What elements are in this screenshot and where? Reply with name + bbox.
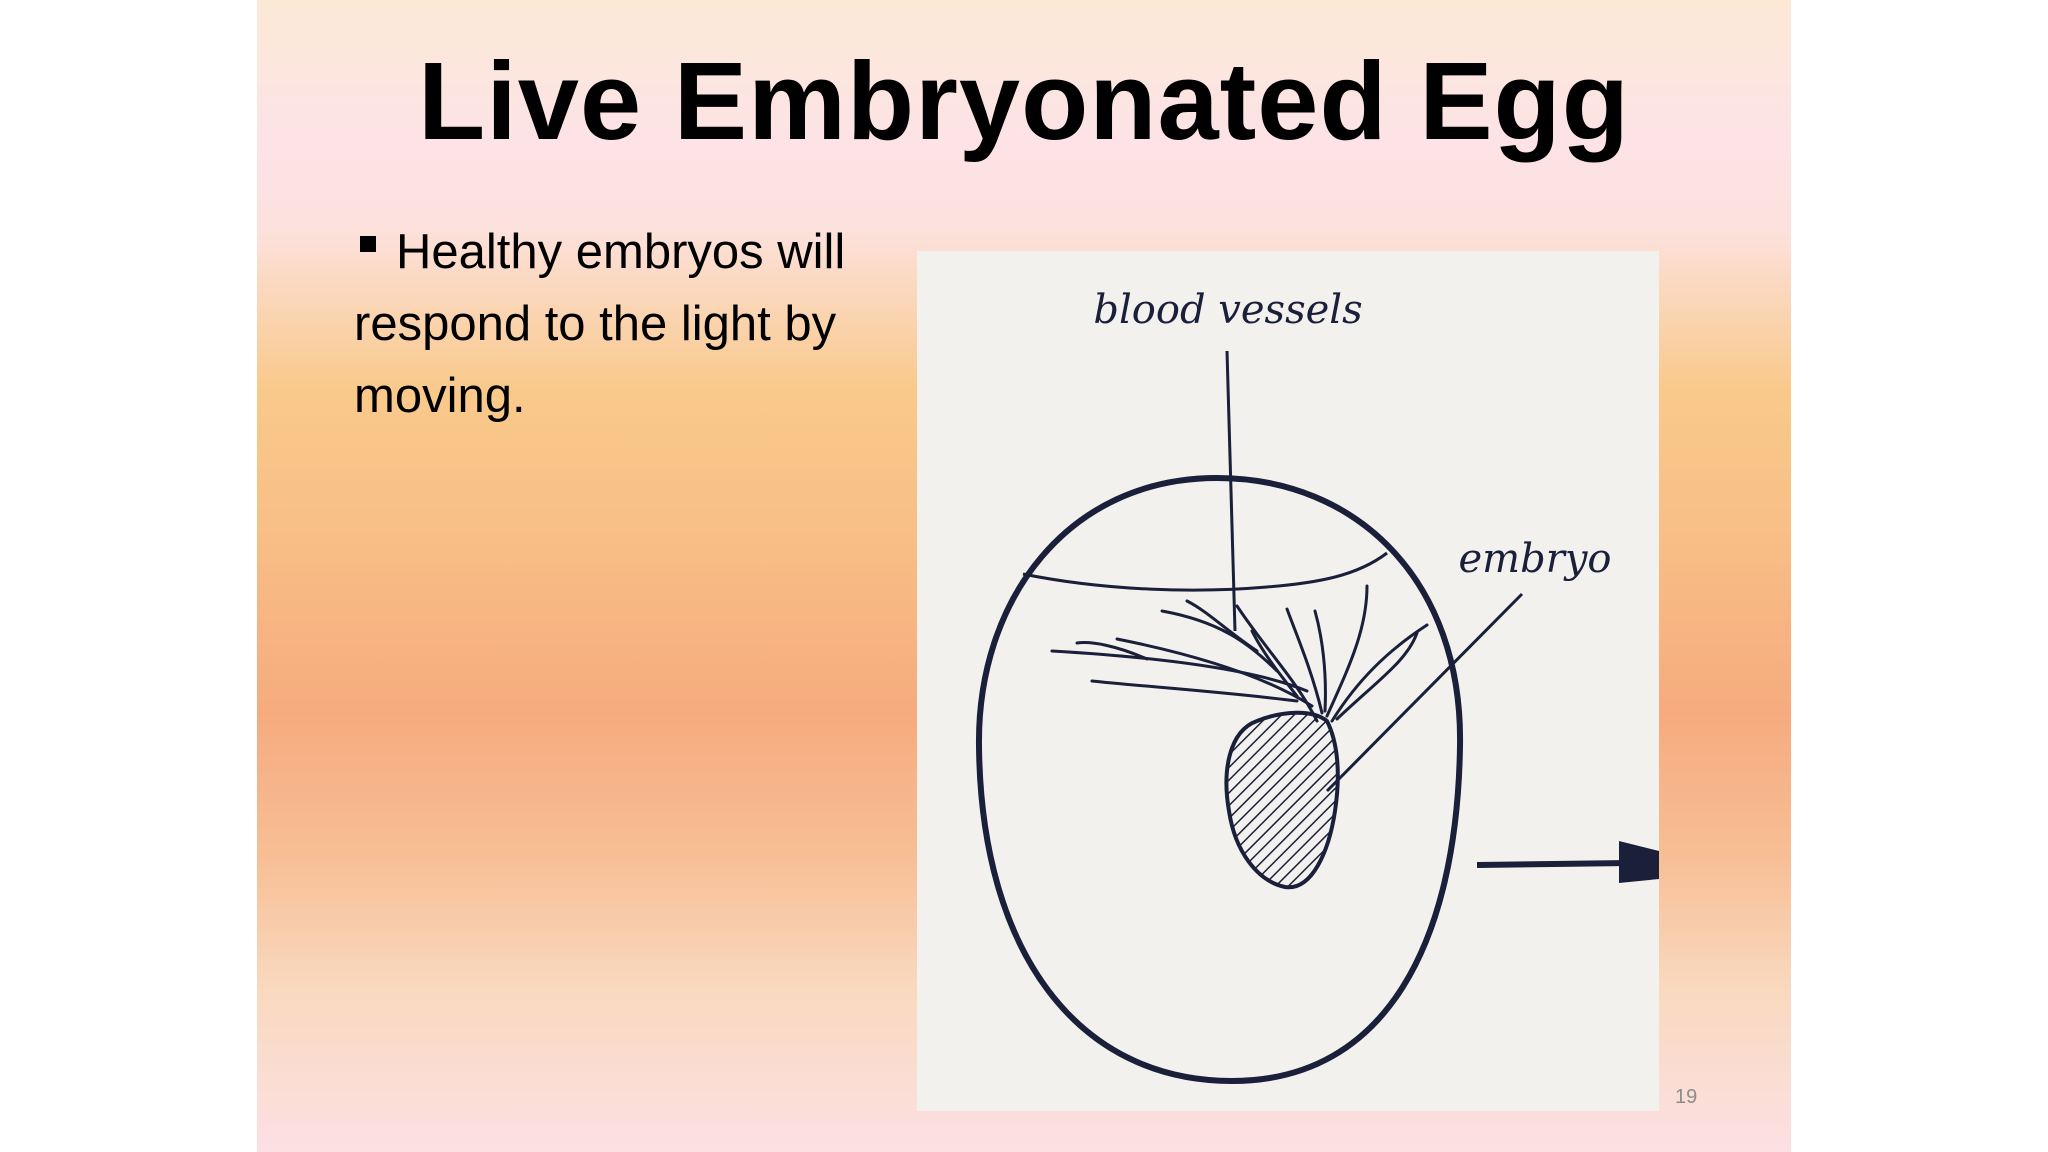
- embryo-pointer: [1325, 592, 1524, 793]
- slide-number: 19: [1675, 1086, 1698, 1108]
- blood-vessels: [1050, 584, 1429, 723]
- bullet-text: Healthy embryos will respond to the ligh…: [354, 225, 846, 423]
- slide-title: Live Embryonated Egg: [418, 40, 1630, 163]
- embryo-shape: [1224, 710, 1340, 890]
- bullet-square-icon: [360, 236, 376, 252]
- egg-diagram: blood vessels embryo: [917, 251, 1659, 1111]
- arrow-shaft: [1476, 860, 1630, 868]
- air-cell-line: [1022, 551, 1388, 592]
- bullet-list: Healthy embryos will respond to the ligh…: [354, 216, 914, 432]
- blood-vessels-pointer: [1225, 350, 1237, 632]
- blood-vessels-label: blood vessels: [1093, 287, 1362, 333]
- embryo-label: embryo: [1458, 536, 1611, 582]
- egg-shell-outline: [975, 474, 1464, 1085]
- egg-diagram-svg: blood vessels embryo: [975, 287, 1659, 1085]
- slide: Live Embryonated Egg Healthy embryos wil…: [257, 0, 1791, 1152]
- arrow-right-icon: [1619, 841, 1659, 883]
- bullet-item: Healthy embryos will respond to the ligh…: [354, 216, 914, 432]
